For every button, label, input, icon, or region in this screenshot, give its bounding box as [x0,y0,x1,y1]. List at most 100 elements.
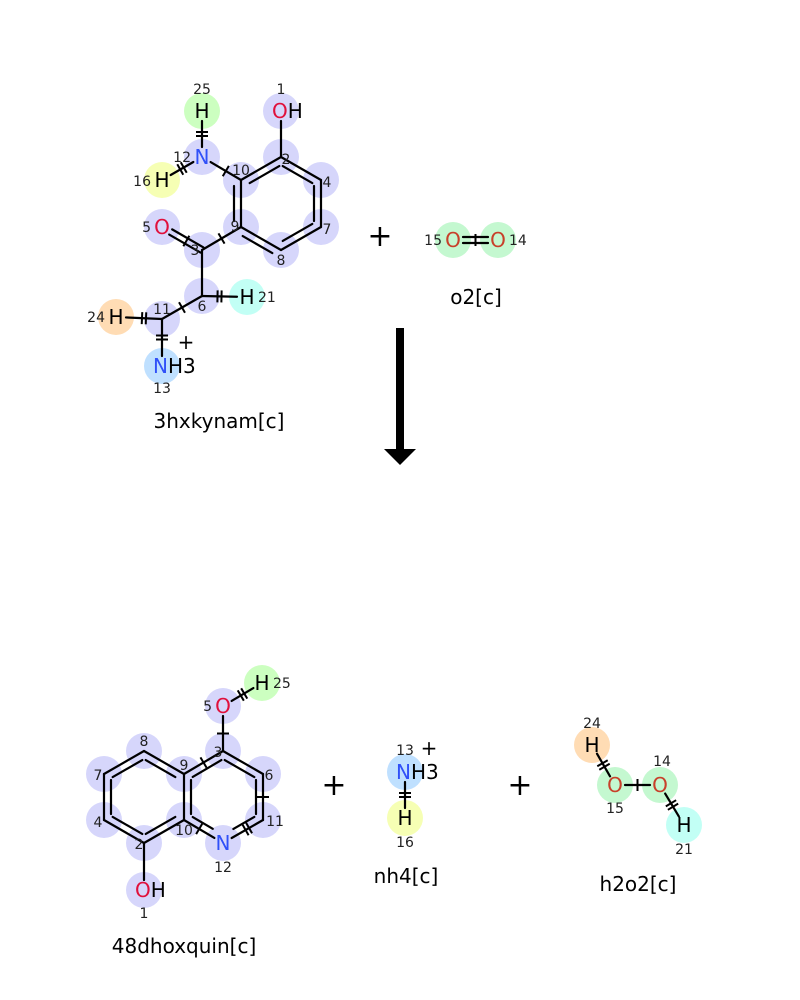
atom-number: 14 [653,754,671,770]
bond-inner [232,815,256,831]
atom-number: 4 [94,815,103,831]
atom-number: 21 [675,842,693,858]
atom-number: 9 [180,758,189,774]
atom-label-o: O [652,773,668,797]
atom-label-o: O [607,773,623,797]
charge-plus: + [178,330,195,354]
atom-number: 16 [396,835,414,851]
atom-highlight [597,767,633,803]
bond-tick [241,824,250,836]
reactant-name-o2: o2[c] [450,285,502,309]
molecule-nh4c: NH3+13H 16 [387,736,439,851]
atom-number: 14 [509,233,527,249]
bond-inner [191,815,214,830]
bond-tick [178,301,186,314]
atom-number: 1 [277,82,286,98]
atom-number: 1 [140,906,149,922]
atom-number: 21 [258,290,276,306]
atom-label-h: H [584,733,599,757]
bond-tick [240,687,249,700]
bond-tick [176,163,185,176]
bond-inner [223,758,256,779]
plus-sign: + [321,768,346,803]
atom-label-o: O [445,228,461,252]
atom-highlight [642,767,678,803]
bond-inner [111,815,144,836]
bond [279,155,323,182]
bond-inner [281,164,314,185]
bond [664,792,680,818]
atom-number: 3 [214,745,223,761]
atom-number: 11 [153,302,171,318]
bond-tick [199,756,208,769]
atom-highlight [184,93,220,129]
bond-inner [241,234,274,255]
atom-number: 2 [135,837,144,853]
bond [200,294,239,298]
atom-number: 7 [94,768,103,784]
atom-label-o: O [215,694,231,718]
atom-label-h: H [154,168,169,192]
atom-number: 12 [214,860,232,876]
atom-highlight [387,800,423,836]
bond-tick [179,161,188,174]
charge-plus: + [421,736,438,760]
atom-number: 9 [231,219,240,235]
atom-highlight [480,222,516,258]
atom-number: 2 [282,152,291,168]
atom-number: 10 [232,163,250,179]
atom-label-n: NH3 [396,760,439,784]
atom-label-o: OH [272,99,303,123]
bond-tick [144,312,148,325]
atom-number: 24 [583,716,601,732]
bond [230,686,255,703]
bond [142,749,186,776]
atom-label-o: O [154,215,170,239]
bond [102,818,146,845]
bond [221,749,265,776]
atom-number: 12 [173,150,191,166]
bond [239,225,283,252]
bond-tick [596,759,609,768]
atom-number: 13 [396,743,414,759]
product-name-48dhoxquin: 48dhoxquin[c] [111,934,257,958]
atom-number: 13 [153,381,171,397]
atom-number: 15 [424,233,442,249]
atom-highlight [144,348,180,384]
atom-highlight [435,222,471,258]
atom-label-h: H [676,813,691,837]
atom-highlight [666,807,702,843]
bond [230,818,265,840]
bond-tick [217,232,226,245]
atom-highlight [205,825,241,861]
bond-inner [144,758,177,779]
atom-label-h: H [254,671,269,695]
atom-highlight [184,139,220,175]
atom-label-h: H [397,806,412,830]
bond-inner [144,815,177,836]
atom-label-n: NH3 [153,354,196,378]
atom-highlight [263,93,299,129]
atom-number: 5 [203,699,212,715]
bond [142,818,186,845]
atom-highlight [244,665,280,701]
atom-highlight [98,299,134,335]
bond-tick [140,312,144,325]
bond [279,225,323,252]
bond-tick [665,799,677,808]
atom-number: 10 [175,823,193,839]
atom-number: 3 [191,243,200,259]
atom-number: 25 [273,676,291,692]
atom-number: 5 [142,220,151,236]
atom-number: 6 [265,768,274,784]
atom-number: 6 [198,299,207,315]
bond-inner [191,758,223,779]
reaction-arrow-shaft [396,328,404,450]
atom-label-o: O [490,228,506,252]
bond-tick [667,802,679,811]
